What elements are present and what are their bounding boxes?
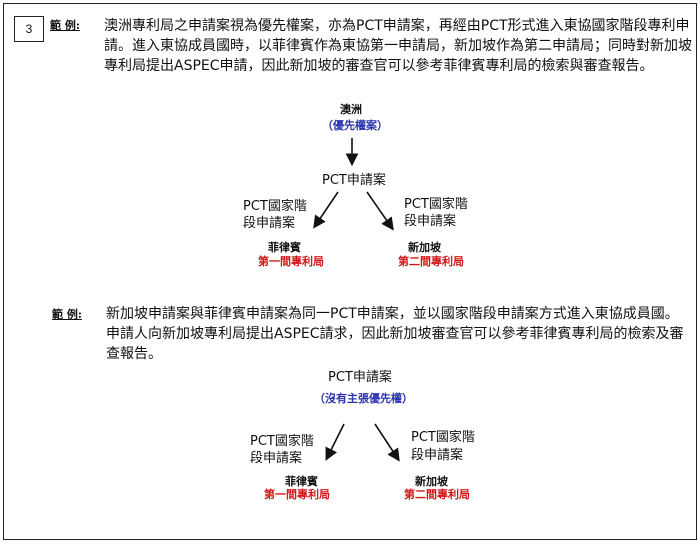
- right-office-2: 第二間專利局: [404, 488, 470, 501]
- right-office: 第二間專利局: [398, 255, 464, 268]
- example-number-box: 3: [14, 16, 44, 42]
- example1-label: 範 例:: [50, 19, 80, 32]
- arrow-left-2: [325, 423, 345, 461]
- pct-application-2: PCT申請案: [328, 370, 392, 385]
- example2-label: 範 例:: [52, 308, 82, 321]
- no-priority-note: （沒有主張優先權）: [314, 392, 413, 405]
- origin-country: 澳洲: [340, 103, 362, 116]
- right-label-2-line2: 段申請案: [411, 448, 464, 463]
- right-country: 新加坡: [408, 241, 441, 254]
- arrow-right-2: [374, 423, 400, 462]
- example2-text: 新加坡申請案與菲律賓申請案為同一PCT申請案，並以國家階段申請案方式進入東協成員…: [106, 306, 684, 362]
- arrow-left: [313, 191, 339, 229]
- left-office: 第一間專利局: [258, 255, 324, 268]
- arrow-right: [366, 191, 394, 231]
- right-country-2: 新加坡: [415, 475, 448, 488]
- left-office-2: 第一間專利局: [264, 488, 330, 501]
- right-label-2-line1: PCT國家階: [411, 430, 475, 445]
- left-country-2: 菲律賓: [285, 475, 318, 488]
- pct-application: PCT申請案: [322, 173, 386, 188]
- left-country: 菲律賓: [268, 241, 301, 254]
- priority-note: （優先權案）: [322, 119, 388, 132]
- left-label-line2: 段申請案: [243, 216, 296, 231]
- left-label-2-line2: 段申請案: [250, 451, 303, 466]
- left-label-2-line1: PCT國家階: [250, 434, 314, 449]
- example1-text: 澳洲專利局之申請案視為優先權案，亦為PCT申請案，再經由PCT形式進入東協國家階…: [104, 18, 692, 74]
- right-label-line2: 段申請案: [404, 214, 457, 229]
- left-label-line1: PCT國家階: [243, 199, 307, 214]
- right-label-line1: PCT國家階: [404, 197, 468, 212]
- document-frame: [3, 3, 697, 540]
